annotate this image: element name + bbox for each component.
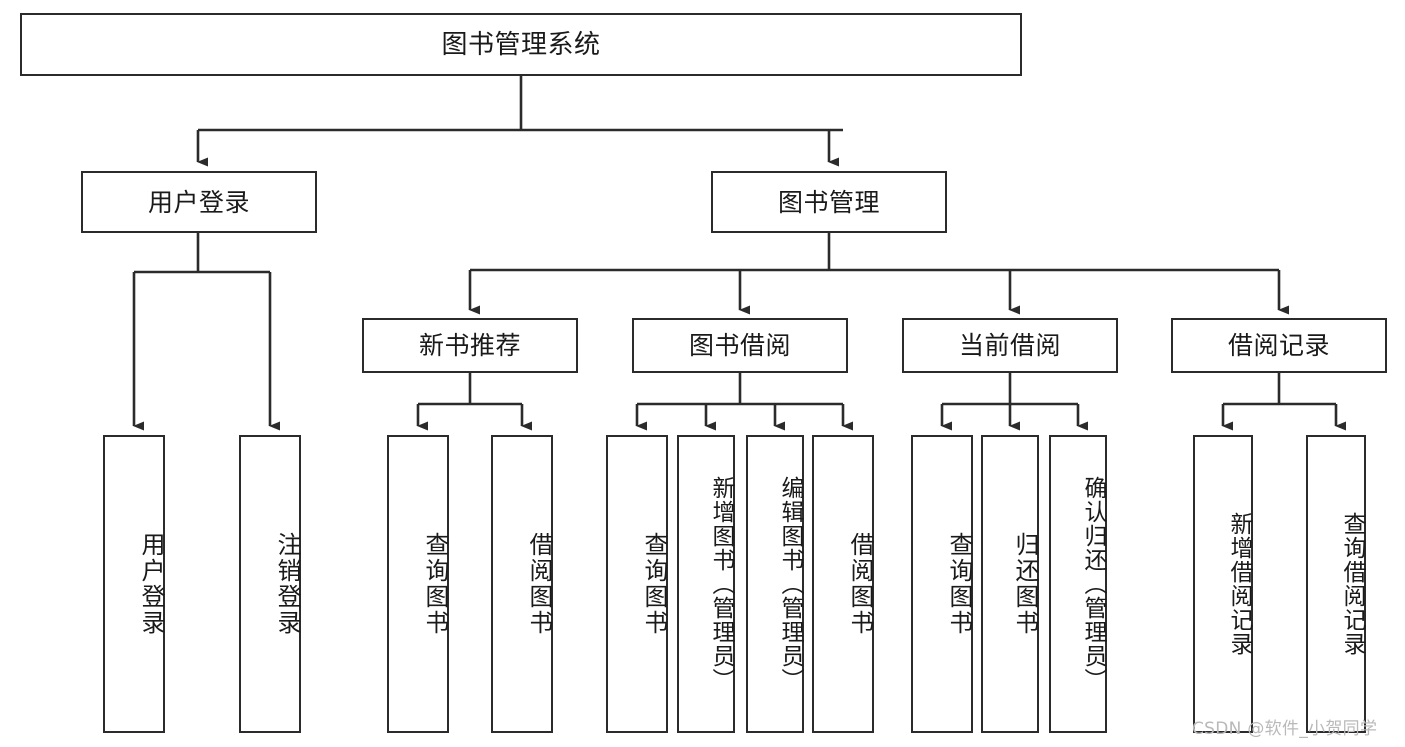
node-root-library-system[interactable]: 图书管理系统 [20,13,1022,76]
node-leaf-user-login[interactable]: 用户登录 [103,435,165,733]
node-leaf-add-book-admin[interactable]: 新增图书（管理员） [677,435,735,733]
node-leaf-query-borrow-record-label: 查询借阅记录 [1339,512,1365,656]
node-book-borrow-label: 图书借阅 [688,331,791,360]
node-leaf-return-book-label: 归还图书 [1011,532,1039,636]
node-leaf-logout-login-label: 注销登录 [273,532,301,636]
node-leaf-logout-login[interactable]: 注销登录 [239,435,301,733]
node-user-login[interactable]: 用户登录 [81,171,317,233]
node-new-book-recommend-label: 新书推荐 [418,331,521,360]
node-leaf-query-borrow-record[interactable]: 查询借阅记录 [1306,435,1366,733]
node-leaf-edit-book-admin-label: 编辑图书（管理员） [777,476,803,692]
node-book-management[interactable]: 图书管理 [711,171,947,233]
node-book-management-label: 图书管理 [777,187,880,217]
node-leaf-borrow-book-1-label: 借阅图书 [525,532,553,636]
node-leaf-user-login-label: 用户登录 [137,532,165,636]
node-leaf-return-book[interactable]: 归还图书 [981,435,1039,733]
node-leaf-borrow-book-2-label: 借阅图书 [846,532,874,636]
node-leaf-borrow-book-1[interactable]: 借阅图书 [491,435,553,733]
node-leaf-query-book-1-label: 查询图书 [421,532,449,636]
node-leaf-query-book-3[interactable]: 查询图书 [911,435,973,733]
node-borrow-record-label: 借阅记录 [1227,331,1330,360]
node-current-borrow[interactable]: 当前借阅 [902,318,1118,373]
node-current-borrow-label: 当前借阅 [958,331,1061,360]
csdn-watermark: CSDN @软件_小贺同学 [1192,719,1378,739]
node-root-label: 图书管理系统 [441,29,601,60]
node-new-book-recommend[interactable]: 新书推荐 [362,318,578,373]
node-leaf-confirm-return-admin[interactable]: 确认归还（管理员） [1049,435,1107,733]
node-leaf-edit-book-admin[interactable]: 编辑图书（管理员） [746,435,804,733]
node-leaf-add-borrow-record-label: 新增借阅记录 [1226,512,1252,656]
node-leaf-query-book-2-label: 查询图书 [640,532,668,636]
node-leaf-borrow-book-2[interactable]: 借阅图书 [812,435,874,733]
node-leaf-query-book-1[interactable]: 查询图书 [387,435,449,733]
node-leaf-query-book-3-label: 查询图书 [945,532,973,636]
node-book-borrow[interactable]: 图书借阅 [632,318,848,373]
node-borrow-record[interactable]: 借阅记录 [1171,318,1387,373]
node-user-login-label: 用户登录 [147,187,250,217]
node-leaf-query-book-2[interactable]: 查询图书 [606,435,668,733]
node-leaf-add-borrow-record[interactable]: 新增借阅记录 [1193,435,1253,733]
node-leaf-add-book-admin-label: 新增图书（管理员） [708,476,734,692]
node-leaf-confirm-return-admin-label: 确认归还（管理员） [1080,476,1106,692]
